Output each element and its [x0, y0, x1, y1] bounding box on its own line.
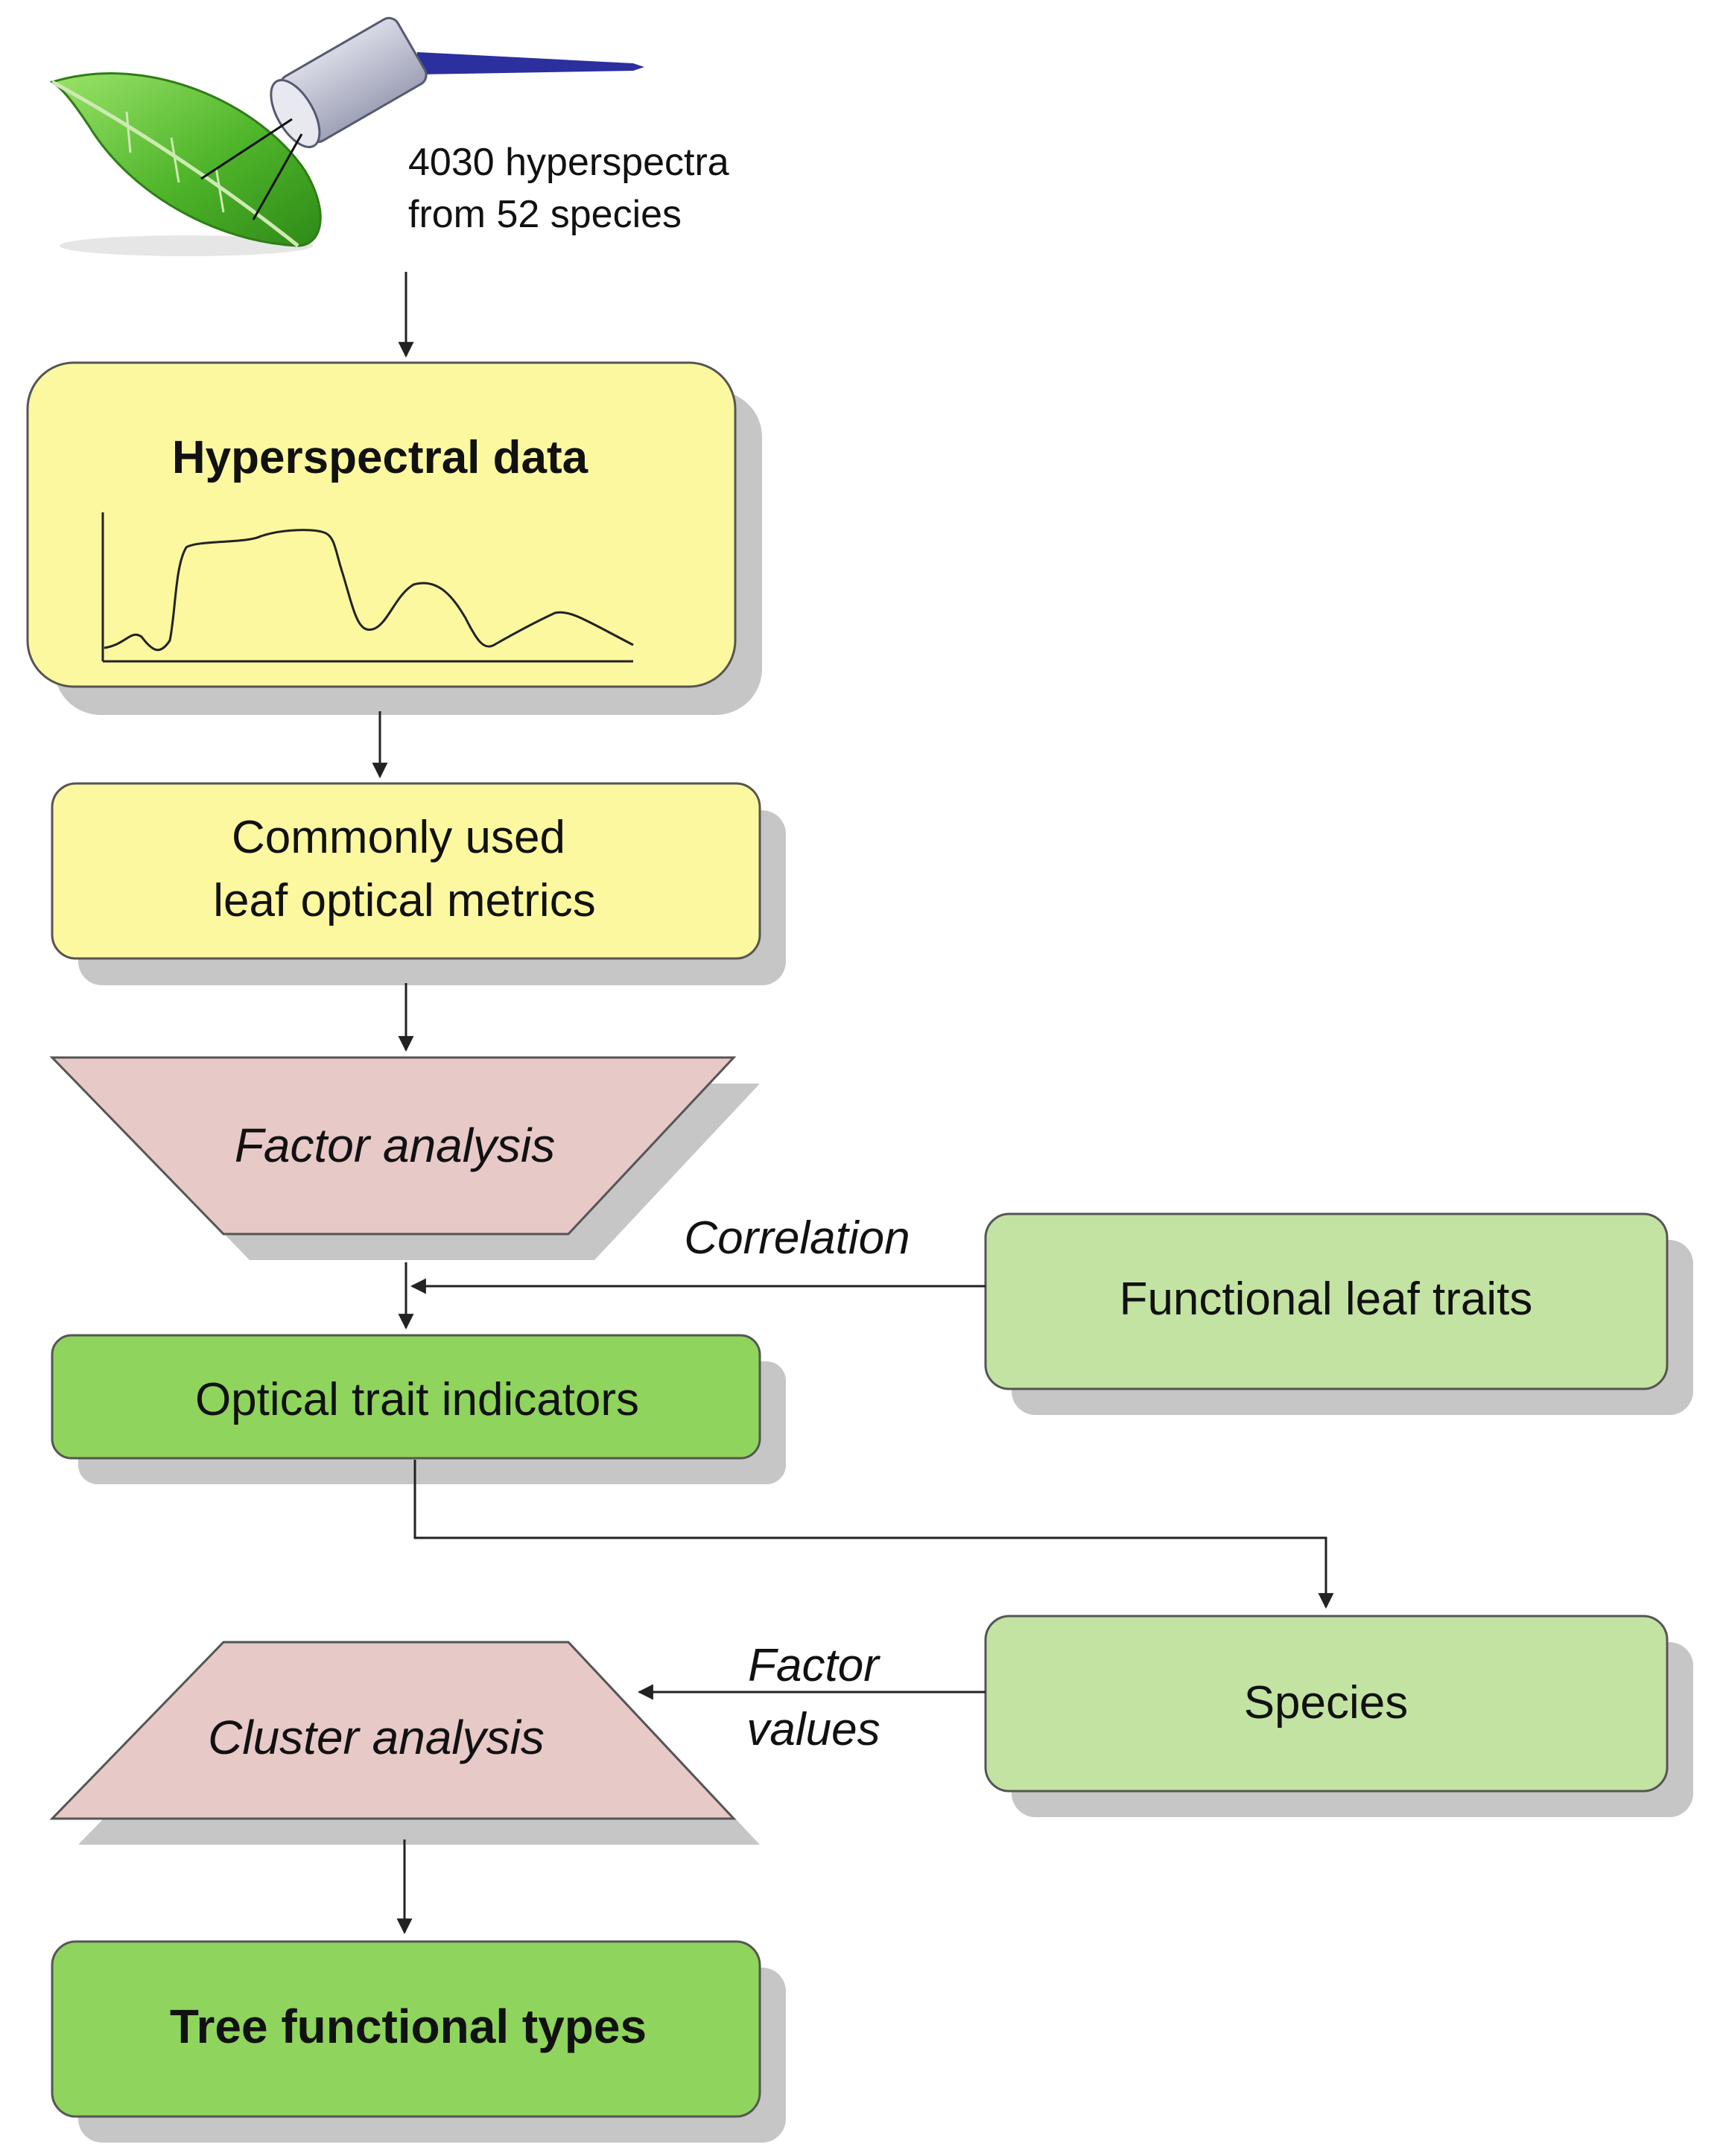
tree-functional-types-label: Tree functional types [170, 2000, 647, 2053]
species-node: Species [984, 1615, 1693, 1817]
optical-metrics-node: Commonly used leaf optical metrics [51, 782, 786, 985]
optical-metrics-line1: Commonly used [232, 812, 565, 863]
leaf-probe-illustration [49, 16, 644, 256]
functional-leaf-traits-node: Functional leaf traits [984, 1212, 1693, 1415]
leaf-icon [49, 71, 322, 256]
cluster-analysis-label: Cluster analysis [208, 1711, 545, 1764]
source-note-line2: from 52 species [408, 193, 682, 236]
optical-trait-indicators-label: Optical trait indicators [195, 1374, 639, 1425]
functional-leaf-traits-label: Functional leaf traits [1120, 1273, 1533, 1325]
arrow-indicators-to-species [413, 1460, 1334, 1609]
cluster-analysis-node: Cluster analysis [49, 1641, 760, 1845]
spectrum-curve-icon [101, 512, 634, 663]
optical-trait-indicators-node: Optical trait indicators [51, 1334, 786, 1484]
factor-values-line1: Factor [748, 1640, 880, 1691]
spectrometer-probe-icon [200, 16, 644, 220]
species-label: Species [1244, 1677, 1409, 1729]
factor-values-line2: values [746, 1704, 880, 1755]
tree-functional-types-node: Tree functional types [51, 1940, 786, 2143]
hyperspectral-data-title: Hyperspectral data [172, 432, 588, 483]
optical-metrics-line2: leaf optical metrics [213, 875, 595, 926]
factor-analysis-node: Factor analysis [49, 1056, 760, 1260]
source-note-line1: 4030 hyperspectra [408, 141, 729, 184]
hyperspectral-data-node: Hyperspectral data [26, 361, 762, 715]
factor-analysis-label: Factor analysis [235, 1119, 555, 1172]
correlation-label: Correlation [684, 1212, 910, 1264]
